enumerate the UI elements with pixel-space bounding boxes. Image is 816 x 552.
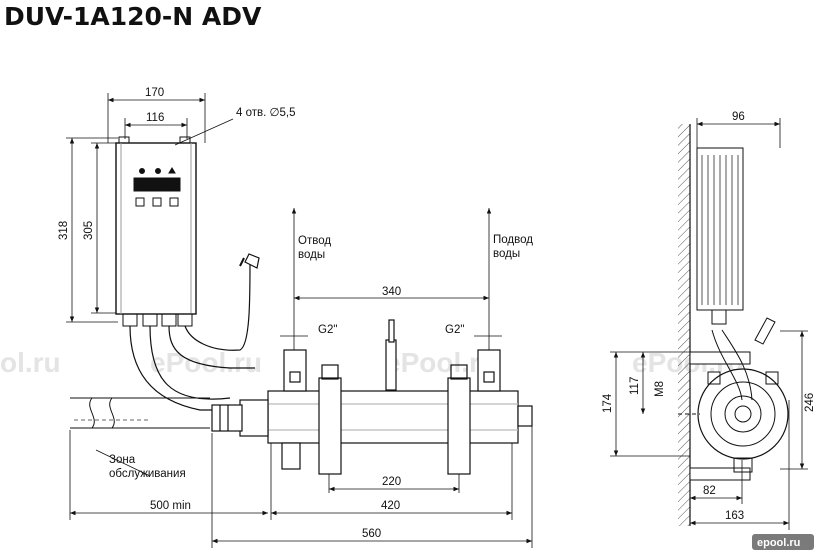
mount-holes-label: 4 отв. ∅5,5 xyxy=(236,107,296,119)
dim-116: 116 xyxy=(146,112,164,124)
service-zone-label-1: Зона xyxy=(109,454,136,466)
thread-m8-label: M8 xyxy=(654,381,666,397)
dim-560: 560 xyxy=(362,528,381,540)
dim-246: 246 xyxy=(804,393,816,412)
thread-left-label: G2" xyxy=(318,324,337,336)
dim-340: 340 xyxy=(382,286,401,298)
model-title: DUV-1A120-N ADV xyxy=(4,2,262,31)
dim-500: 500 min xyxy=(150,500,191,512)
watermark-center: ePool.ru xyxy=(150,347,262,378)
service-zone-label-2: обслуживания xyxy=(109,468,186,480)
pipe-stub xyxy=(70,397,210,429)
outlet-label-1: Отвод xyxy=(298,235,331,247)
side-dimension-lines xyxy=(610,118,808,530)
dimension-lines xyxy=(66,93,533,548)
cables xyxy=(129,253,260,411)
dim-170: 170 xyxy=(145,87,164,99)
control-box: 88.88.88 xyxy=(115,136,197,327)
thread-right-label: G2" xyxy=(445,324,464,336)
dim-163: 163 xyxy=(725,510,744,522)
dim-117: 117 xyxy=(629,377,641,395)
dim-318: 318 xyxy=(58,221,70,240)
dim-174: 174 xyxy=(602,393,614,413)
inlet-label-1: Подвод xyxy=(493,234,533,246)
epool-logo: epool.ru xyxy=(752,534,814,550)
dim-220: 220 xyxy=(382,476,401,488)
inlet-label-2: воды xyxy=(493,248,520,260)
logo-text: epool.ru xyxy=(757,537,800,549)
svg-text:88.88.88: 88.88.88 xyxy=(136,181,175,192)
uv-chamber xyxy=(211,319,533,475)
side-view xyxy=(678,124,789,526)
outlet-label-2: воды xyxy=(298,249,325,261)
dim-96: 96 xyxy=(732,111,745,123)
dim-305: 305 xyxy=(83,221,95,240)
front-dimension-text: 170 116 318 305 4 отв. ∅5,5 Отвод воды П… xyxy=(58,87,533,540)
dim-420: 420 xyxy=(381,500,400,512)
dim-82: 82 xyxy=(703,485,716,497)
side-dimension-text: 96 174 117 M8 246 82 163 xyxy=(602,111,816,522)
watermark-left: ol.ru xyxy=(0,347,61,378)
